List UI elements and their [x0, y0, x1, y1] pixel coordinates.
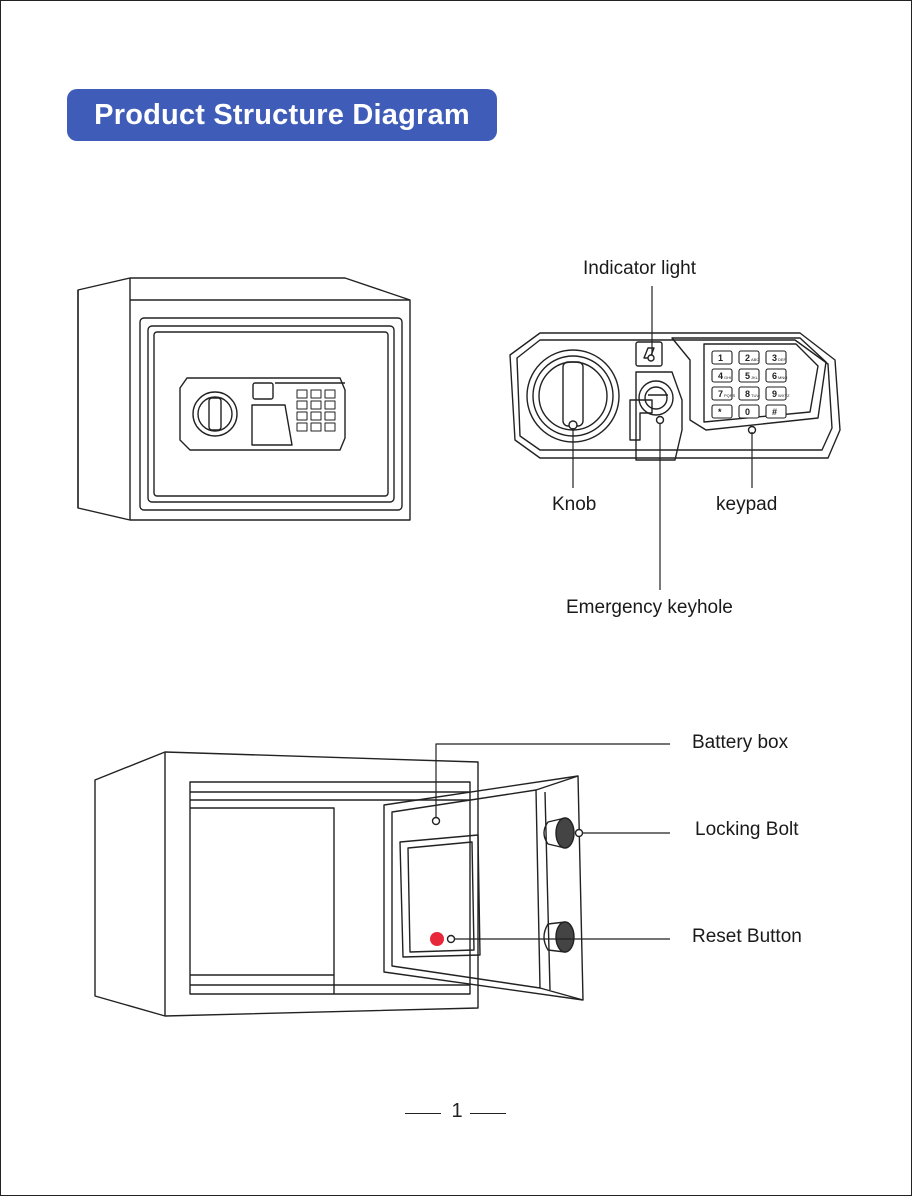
page-number-line-right	[470, 1113, 506, 1114]
keypad-key-label: 5	[745, 371, 750, 381]
control-panel-illustration	[510, 333, 840, 460]
keypad-key-sublabel: WXYZ	[778, 393, 790, 398]
keypad-key-sublabel: DEF	[778, 357, 787, 362]
mini-keypad	[297, 390, 335, 431]
label-locking-bolt: Locking Bolt	[695, 819, 799, 841]
keypad-key	[712, 405, 732, 418]
keypad-key-label: 0	[745, 407, 750, 417]
keypad-key-label: 8	[745, 389, 750, 399]
keypad-key-label: 6	[772, 371, 777, 381]
label-battery-box: Battery box	[692, 732, 788, 754]
label-indicator-light: Indicator light	[583, 258, 696, 280]
closed-safe-illustration	[78, 278, 410, 520]
keypad-key-label: *	[718, 407, 722, 417]
reset-button-dot	[430, 932, 444, 946]
keypad-key-label: 2	[745, 353, 750, 363]
open-safe-illustration	[95, 752, 583, 1016]
keypad-key-label: 7	[718, 389, 723, 399]
keypad-key-sublabel: MNO	[778, 375, 787, 380]
keypad-key-sublabel: PQRS	[724, 393, 736, 398]
label-reset-button: Reset Button	[692, 926, 802, 948]
label-emergency-keyhole: Emergency keyhole	[566, 597, 733, 619]
label-keypad: keypad	[716, 494, 777, 516]
keypad-key-sublabel: GHI	[724, 375, 731, 380]
page-number: 1	[0, 1100, 914, 1123]
keypad-key-label: 4	[718, 371, 723, 381]
keypad-key-label: #	[772, 407, 777, 417]
keypad-key-sublabel: ABC	[751, 357, 759, 362]
keypad-key-label: 3	[772, 353, 777, 363]
keypad-key-label: 9	[772, 389, 777, 399]
keypad-key-sublabel: TUV	[751, 393, 759, 398]
keypad-key-sublabel: JKL	[751, 375, 759, 380]
label-knob: Knob	[552, 494, 596, 516]
keypad-key-label: 1	[718, 353, 723, 363]
